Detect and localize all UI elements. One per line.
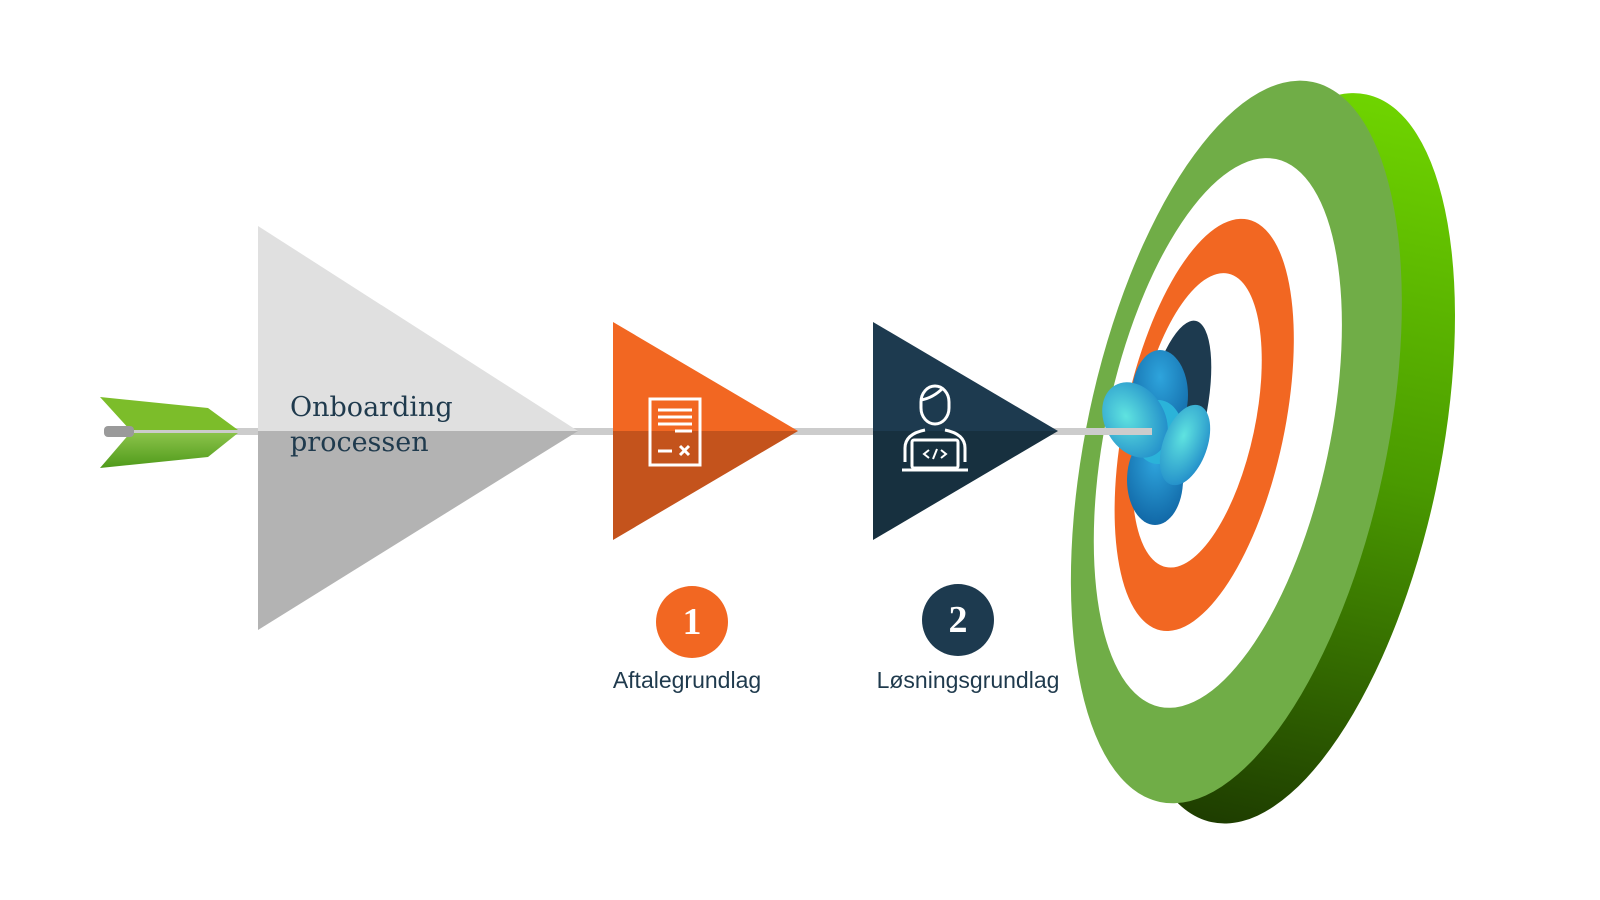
developer-laptop-icon (902, 384, 968, 472)
contract-document-icon (648, 397, 702, 467)
arrow-fletching (100, 397, 238, 468)
step-1-badge: 1 (656, 586, 728, 658)
onboarding-triangle (258, 226, 578, 630)
diagram-title: Onboarding processen (290, 390, 453, 460)
step-1-label: Aftalegrundlag (612, 667, 762, 693)
title-line-2: processen (290, 427, 429, 458)
step-2-badge: 2 (922, 584, 994, 656)
step-2-label: Løsningsgrundlag (876, 667, 1060, 693)
arrowhead-flower-logo (1100, 350, 1211, 525)
step-1-triangle (613, 322, 798, 540)
dartboard-target (1070, 80, 1455, 824)
step-2-triangle (873, 322, 1058, 540)
title-line-1: Onboarding (290, 392, 453, 423)
